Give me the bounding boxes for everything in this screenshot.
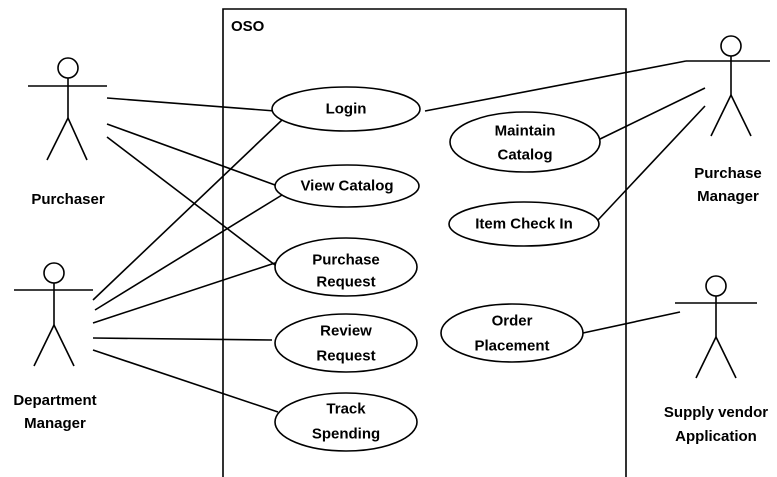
- assoc-purchaser-view-catalog: [106, 123, 276, 186]
- system-title: OSO: [231, 18, 265, 35]
- assoc-purchase-manager-maintain-catalog: [597, 87, 706, 141]
- actor-department-manager[interactable]: Department Manager: [13, 262, 97, 432]
- use-case-login-label: Login: [326, 101, 367, 118]
- stick-figure-icon: [28, 57, 107, 161]
- assoc-department-manager-view-catalog: [94, 194, 283, 311]
- use-case-maintain-catalog-line2: Catalog: [497, 147, 552, 164]
- assoc-supply-vendor-order-placement: [582, 311, 681, 334]
- assoc-department-manager-purchase-request: [92, 261, 279, 324]
- assoc-department-manager-review-request: [92, 337, 273, 341]
- assoc-purchaser-purchase-request: [106, 136, 276, 266]
- stick-figure-icon: [686, 35, 770, 137]
- actor-supply-vendor-application-line2: Application: [675, 428, 757, 445]
- use-case-order-placement-line2: Placement: [474, 338, 549, 355]
- actor-department-manager-line2: Manager: [24, 415, 86, 432]
- actor-supply-vendor-application-line1: Supply vendor: [664, 404, 768, 421]
- use-case-purchase-request[interactable]: Purchase Request: [274, 237, 418, 297]
- stick-figure-icon: [14, 262, 93, 367]
- actor-purchaser-label: Purchaser: [31, 191, 105, 208]
- assoc-department-manager-track-spending: [92, 349, 279, 413]
- actor-purchase-manager-line2: Manager: [697, 188, 759, 205]
- assoc-purchaser-login: [106, 97, 276, 112]
- use-case-view-catalog[interactable]: View Catalog: [274, 164, 420, 208]
- actor-supply-vendor-application[interactable]: Supply vendor Application: [664, 275, 768, 445]
- use-case-item-check-in[interactable]: Item Check In: [448, 201, 600, 247]
- use-case-track-spending-line2: Spending: [312, 426, 380, 443]
- use-case-maintain-catalog[interactable]: Maintain Catalog: [449, 111, 601, 173]
- use-case-track-spending[interactable]: Track Spending: [274, 392, 418, 452]
- use-case-item-check-in-label: Item Check In: [475, 216, 573, 233]
- use-case-review-request[interactable]: Review Request: [274, 313, 418, 373]
- assoc-purchase-manager-login: [424, 60, 687, 112]
- use-case-order-placement[interactable]: Order Placement: [440, 303, 584, 363]
- actor-purchaser[interactable]: Purchaser: [28, 57, 107, 208]
- use-case-review-request-line2: Request: [316, 348, 375, 365]
- use-case-purchase-request-line2: Request: [316, 274, 375, 291]
- assoc-purchase-manager-item-check-in: [597, 105, 706, 221]
- system-boundary: [222, 8, 627, 477]
- use-case-login[interactable]: Login: [271, 86, 421, 132]
- use-case-review-request-line1: Review: [320, 323, 372, 340]
- actor-purchase-manager[interactable]: Purchase Manager: [686, 35, 770, 205]
- use-case-maintain-catalog-line1: Maintain: [495, 123, 556, 140]
- stick-figure-icon: [675, 275, 757, 379]
- use-case-order-placement-line1: Order: [492, 313, 533, 330]
- associations: [92, 60, 706, 413]
- assoc-department-manager-login: [92, 119, 283, 301]
- use-case-track-spending-line1: Track: [326, 401, 366, 418]
- actor-department-manager-line1: Department: [13, 392, 96, 409]
- actor-purchase-manager-line1: Purchase: [694, 165, 762, 182]
- use-case-view-catalog-label: View Catalog: [300, 178, 393, 195]
- use-case-purchase-request-line1: Purchase: [312, 252, 380, 269]
